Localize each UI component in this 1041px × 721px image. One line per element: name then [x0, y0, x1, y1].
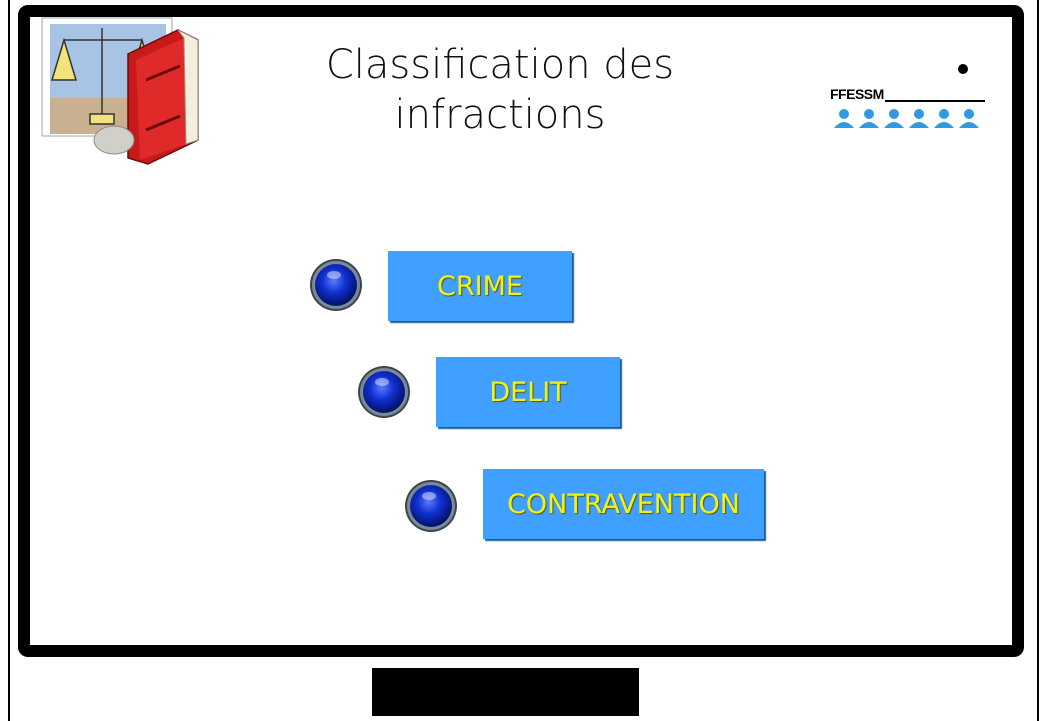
slide-title: Classification des infractions — [300, 40, 700, 140]
title-line-1: Classification des — [325, 42, 675, 88]
crime-label: CRIME — [437, 270, 523, 302]
bullet-orb-icon — [315, 264, 357, 306]
left-frame-line — [8, 0, 10, 721]
law-book-icon — [41, 17, 199, 165]
bullet-dot — [958, 64, 968, 74]
crime-button[interactable]: CRIME — [388, 251, 572, 321]
ffessm-logo: FFESSM — [830, 86, 990, 134]
title-line-2: infractions — [394, 92, 606, 138]
right-frame-line — [1037, 0, 1039, 721]
bullet-orb-icon — [363, 371, 405, 413]
bullet-orb-icon — [410, 485, 452, 527]
diver-icon — [834, 109, 979, 128]
logo-text: FFESSM — [830, 86, 884, 102]
contravention-button[interactable]: CONTRAVENTION — [483, 469, 764, 539]
delit-button[interactable]: DELIT — [436, 357, 620, 427]
contravention-label: CONTRAVENTION — [507, 488, 740, 520]
delit-label: DELIT — [489, 376, 567, 408]
caption-bar — [372, 668, 639, 716]
logo-divider — [885, 100, 985, 102]
